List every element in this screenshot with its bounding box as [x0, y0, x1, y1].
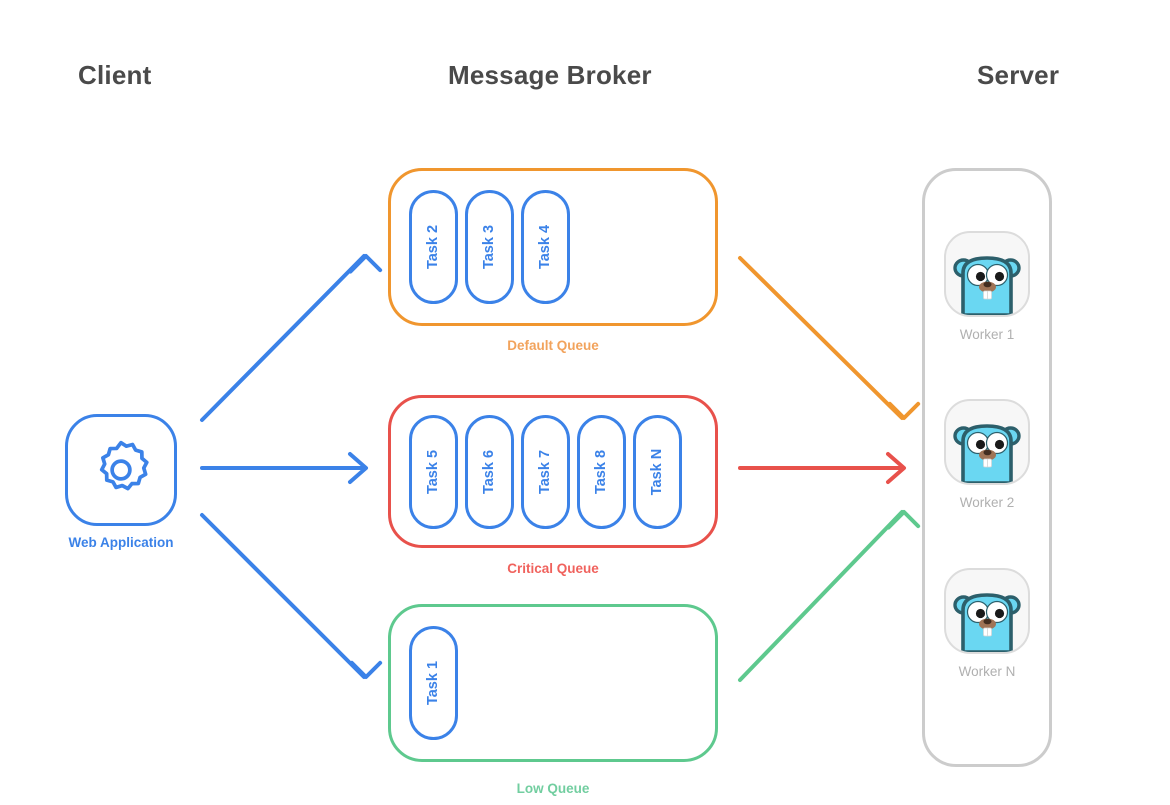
- arrow-default-queue-to-worker: [738, 256, 921, 420]
- worker-tile[interactable]: [944, 231, 1030, 317]
- task-pill-label: Task 8: [593, 449, 610, 494]
- task-pill-label: Task 5: [425, 449, 442, 494]
- arrow-client-to-critical-queue: [200, 452, 368, 484]
- worker-tile[interactable]: [944, 568, 1030, 654]
- task-pill-label: Task 2: [425, 224, 442, 270]
- arrow-client-to-low-queue: [200, 513, 383, 679]
- go-gopher-icon: [953, 593, 1021, 652]
- column-header-server: Server: [977, 60, 1060, 90]
- client-group: Web Application: [62, 414, 180, 550]
- worker-item[interactable]: Worker 1: [944, 231, 1030, 342]
- arrow-critical-queue-to-worker: [738, 452, 906, 484]
- task-pill[interactable]: Task 7: [521, 414, 570, 529]
- go-gopher-icon: [953, 424, 1021, 483]
- task-pill-label: Task 1: [425, 660, 442, 706]
- task-pill-label: Task 7: [537, 449, 554, 494]
- worker-item[interactable]: Worker N: [944, 568, 1030, 679]
- task-pill-label: Task 3: [481, 224, 498, 270]
- task-pill[interactable]: Task 6: [465, 414, 514, 529]
- gear-icon: [99, 440, 149, 491]
- go-gopher-icon: [953, 256, 1021, 315]
- web-application-label: Web Application: [68, 535, 174, 550]
- task-pill-label: Task 4: [537, 224, 554, 270]
- task-pill[interactable]: Task N: [633, 414, 682, 529]
- column-header-client: Client: [78, 60, 152, 90]
- worker-tile[interactable]: [944, 399, 1030, 485]
- task-pill[interactable]: Task 1: [409, 626, 458, 740]
- queue-critical-label: Critical Queue: [507, 561, 599, 576]
- worker-label: Worker 2: [959, 495, 1015, 510]
- arrow-low-queue-to-worker: [738, 509, 921, 682]
- task-pill-label: Task 6: [481, 449, 498, 494]
- worker-label: Worker N: [958, 664, 1016, 679]
- task-pill[interactable]: Task 3: [465, 190, 514, 304]
- task-pill[interactable]: Task 4: [521, 190, 570, 304]
- queue-critical: Task 5 Task 6 Task 7 Task 8 Task N: [388, 395, 718, 548]
- worker-label: Worker 1: [959, 327, 1015, 342]
- queue-default: Task 2 Task 3 Task 4: [388, 168, 718, 326]
- web-application-tile[interactable]: [65, 414, 177, 526]
- queue-low-label: Low Queue: [516, 781, 590, 796]
- arrow-client-to-default-queue: [200, 254, 383, 422]
- column-header-message-broker: Message Broker: [448, 60, 652, 90]
- queue-default-label: Default Queue: [507, 338, 599, 353]
- task-pill[interactable]: Task 2: [409, 190, 458, 304]
- task-pill[interactable]: Task 5: [409, 414, 458, 529]
- task-pill-label: Task N: [649, 448, 666, 495]
- queue-low: Task 1: [388, 604, 718, 762]
- task-pill[interactable]: Task 8: [577, 414, 626, 529]
- worker-item[interactable]: Worker 2: [944, 399, 1030, 510]
